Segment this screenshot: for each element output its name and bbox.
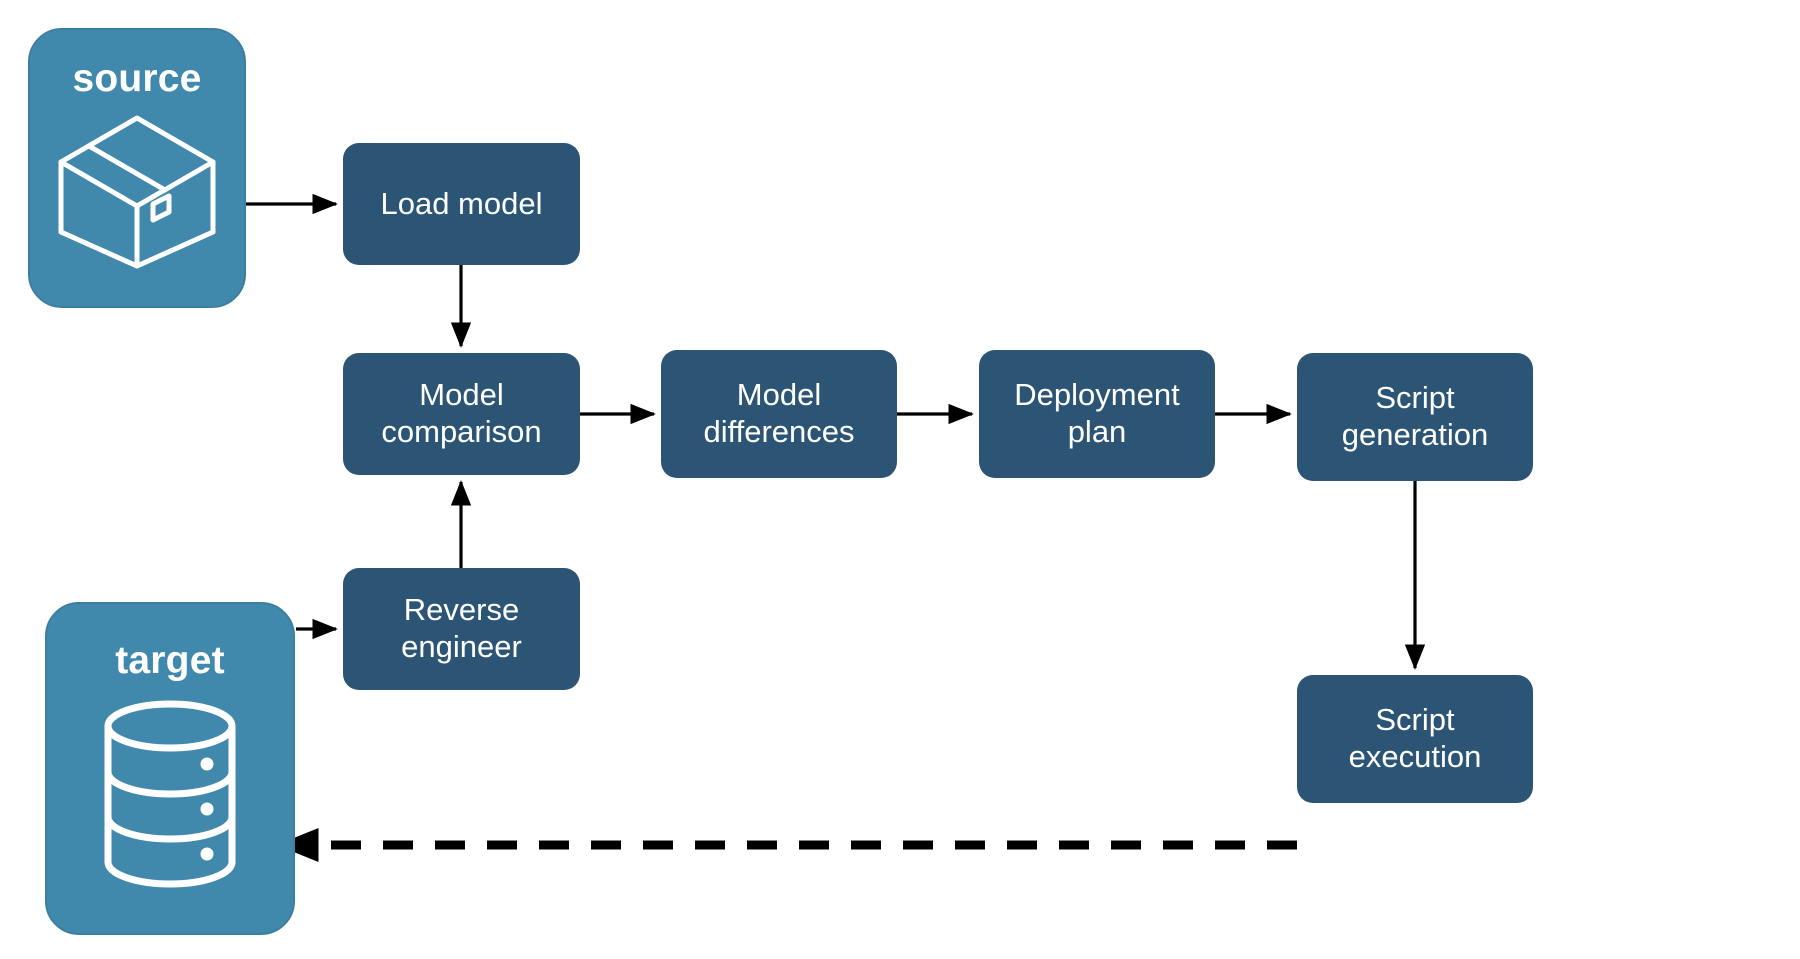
process-script-generation-label: Script generation [1341, 380, 1489, 452]
endpoint-target[interactable]: target [45, 602, 295, 935]
process-load-model-label: Load model [380, 185, 543, 221]
database-cylinder-icon [94, 696, 246, 897]
package-box-icon [53, 112, 221, 277]
endpoint-source-label: source [72, 57, 202, 100]
process-script-generation[interactable]: Script generation [1297, 353, 1533, 481]
process-load-model[interactable]: Load model [343, 143, 580, 265]
endpoint-target-label: target [115, 638, 225, 682]
endpoint-source[interactable]: source [28, 28, 246, 308]
process-deployment-plan-label: Deployment plan [1014, 377, 1180, 449]
process-model-comparison-label: Model comparison [381, 377, 542, 449]
process-reverse-engineer-label: Reverse engineer [401, 592, 522, 664]
process-deployment-plan[interactable]: Deployment plan [979, 350, 1215, 478]
process-script-execution[interactable]: Script execution [1297, 675, 1533, 803]
process-model-differences[interactable]: Model differences [661, 350, 897, 478]
process-reverse-engineer[interactable]: Reverse engineer [343, 568, 580, 690]
process-model-comparison[interactable]: Model comparison [343, 353, 580, 475]
process-script-execution-label: Script execution [1348, 702, 1482, 774]
process-model-differences-label: Model differences [703, 377, 855, 449]
